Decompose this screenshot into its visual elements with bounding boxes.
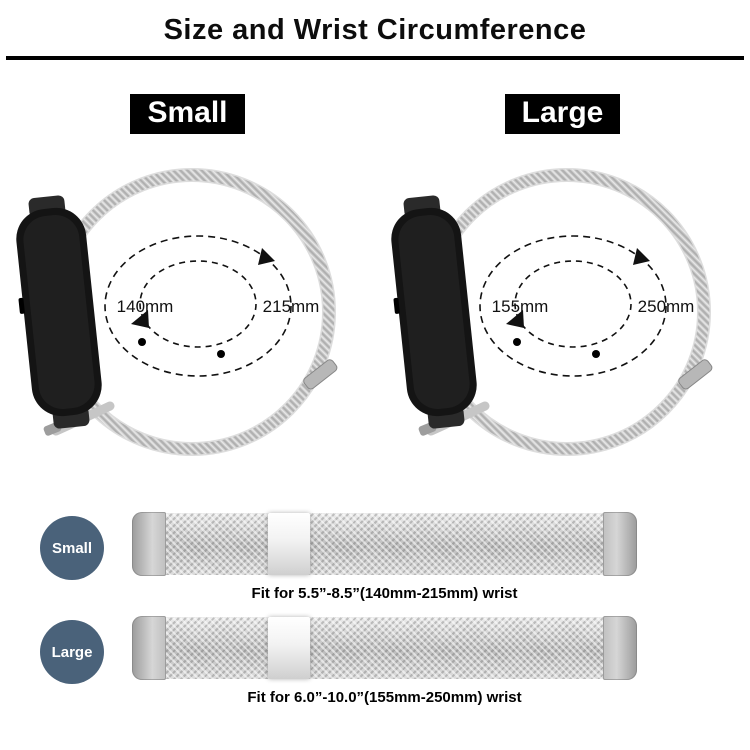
fit-caption-small: Fit for 5.5”-8.5”(140mm-215mm) wrist	[251, 585, 518, 602]
panel-large: Large	[375, 62, 750, 496]
outer-dashed-circle	[478, 235, 667, 377]
title-underline	[6, 56, 744, 60]
band-lug-right	[603, 512, 637, 576]
page-title: Size and Wrist Circumference	[163, 14, 587, 46]
size-label-large: Large	[504, 94, 621, 134]
band-mesh	[162, 513, 607, 575]
inner-arrow-icon	[130, 310, 149, 328]
strap-column-small: Fit for 5.5”-8.5”(140mm-215mm) wrist	[132, 512, 637, 602]
inner-dashed-circle	[138, 260, 257, 348]
size-badge-label: Large	[51, 643, 93, 661]
inner-circumference-label: 155mm	[491, 297, 548, 316]
size-label-small: Small	[130, 94, 245, 134]
clasp-icon	[302, 359, 337, 390]
inner-dashed-circle	[513, 260, 632, 348]
inner-arrow-icon	[505, 310, 524, 328]
outer-dashed-circle	[103, 235, 292, 377]
size-panels: Small	[0, 62, 750, 496]
size-badge-label: Small	[51, 539, 93, 557]
band-lug-left	[132, 512, 166, 576]
outer-dot	[216, 350, 225, 358]
outer-circumference-label: 215mm	[262, 297, 319, 316]
band-diagram-small: 140mm 215mm	[15, 168, 337, 456]
strap-column-large: Fit for 6.0”-10.0”(155mm-250mm) wrist	[132, 616, 637, 706]
watch-icon	[390, 195, 477, 429]
outer-arrow-icon	[257, 248, 275, 265]
band-strip-small	[132, 512, 637, 576]
outer-dot	[591, 350, 600, 358]
band-clasp-plate	[268, 617, 311, 679]
panel-small: Small	[0, 62, 375, 496]
size-badge-small: Small	[40, 516, 104, 580]
fit-caption-large: Fit for 6.0”-10.0”(155mm-250mm) wrist	[247, 689, 522, 706]
strap-row-large: Large Fit for 6.0”-10.0”(155mm-250mm) wr…	[40, 616, 750, 706]
inner-dot	[137, 338, 146, 346]
strap-row-small: Small Fit for 5.5”-8.5”(140mm-215mm) wri…	[40, 512, 750, 602]
band-diagram-large: 155mm 250mm	[390, 168, 712, 456]
header: Size and Wrist Circumference	[0, 0, 750, 60]
band-lug-left	[132, 616, 166, 680]
inner-dot	[512, 338, 521, 346]
band-clasp-plate	[268, 513, 311, 575]
outer-arrow-icon	[632, 248, 650, 265]
size-badge-large: Large	[40, 620, 104, 684]
band-lug-right	[603, 616, 637, 680]
clasp-icon	[677, 359, 712, 390]
band-mesh	[162, 617, 607, 679]
inner-circumference-label: 140mm	[116, 297, 173, 316]
watch-icon	[15, 195, 102, 429]
outer-circumference-label: 250mm	[637, 297, 694, 316]
band-strip-large	[132, 616, 637, 680]
